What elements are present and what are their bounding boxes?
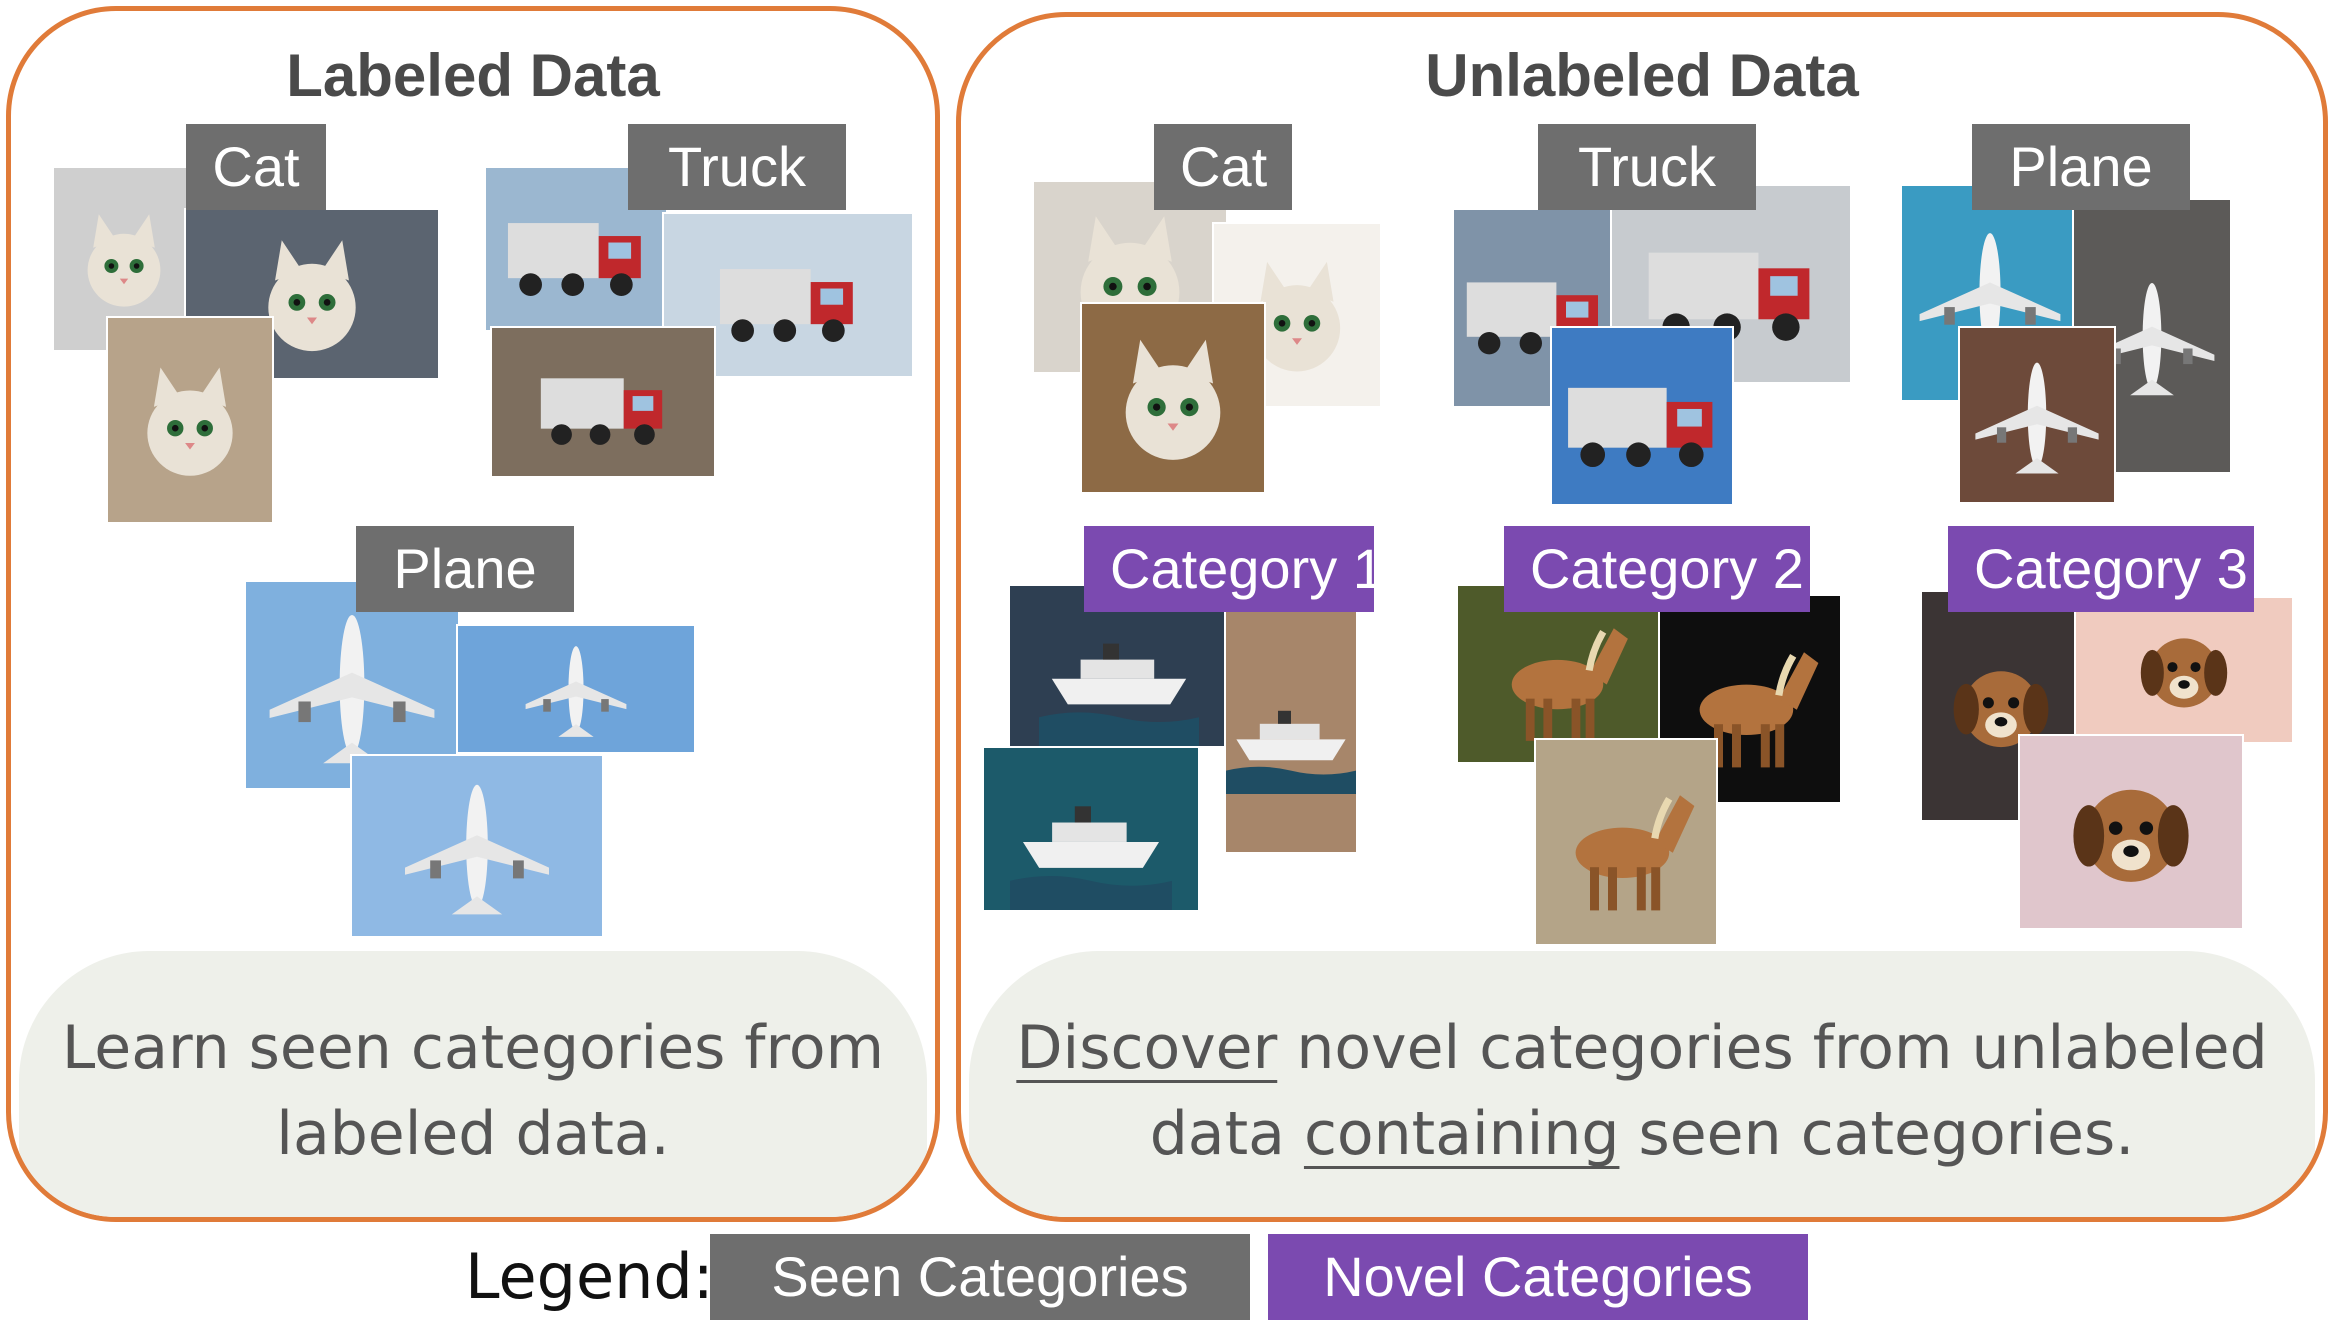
category-tag: Category 1 — [1084, 526, 1384, 612]
underlined-word: containing — [1303, 1099, 1620, 1169]
caption-line: labeled data. — [276, 1099, 670, 1169]
caption-box: Learn seen categories from labeled data. — [19, 951, 927, 1217]
category-tag: Cat — [186, 124, 326, 210]
caption-line: Learn seen categories from — [61, 1013, 885, 1083]
category-tag: Category 2 — [1504, 526, 1810, 612]
caption-text: Discover novel categories from unlabeled… — [1016, 1005, 2267, 1177]
panel-title: Unlabeled Data — [1425, 42, 1859, 109]
dog-photo-icon — [2076, 598, 2292, 742]
plane-photo-icon — [352, 756, 602, 936]
underlined-word: Discover — [1016, 1013, 1278, 1083]
cat-photo-icon — [108, 318, 272, 522]
ship-photo — [984, 748, 1198, 910]
category-tag: Truck — [628, 124, 846, 210]
caption-text: Learn seen categories from labeled data. — [62, 1005, 884, 1177]
plane-photo-icon — [458, 626, 694, 752]
plane-photo-icon — [1960, 328, 2114, 502]
horse-photo-icon — [1536, 740, 1716, 944]
truck-photo-icon — [492, 328, 714, 476]
legend-label: Legend: — [465, 1240, 714, 1313]
panel-title: Labeled Data — [286, 42, 660, 109]
category-tag: Truck — [1538, 124, 1756, 210]
dog-photo — [2076, 598, 2292, 742]
cat-photo — [108, 318, 272, 522]
legend-seen: Seen Categories — [710, 1234, 1250, 1320]
dog-photo-icon — [2020, 736, 2242, 928]
cat-photo — [1082, 304, 1264, 492]
ship-photo — [1226, 606, 1356, 852]
caption-text-part: novel categories from unlabeled — [1277, 1013, 2268, 1083]
caption-text-part: data — [1149, 1099, 1304, 1169]
category-tag: Plane — [1972, 124, 2190, 210]
horse-photo — [1458, 586, 1664, 762]
ship-photo-icon — [1226, 606, 1356, 852]
dog-photo — [2020, 736, 2242, 928]
plane-photo — [1960, 328, 2114, 502]
legend-novel: Novel Categories — [1268, 1234, 1808, 1320]
horse-photo — [1536, 740, 1716, 944]
truck-photo — [492, 328, 714, 476]
ship-photo — [1010, 586, 1228, 746]
truck-photo-icon — [1552, 328, 1732, 504]
cat-photo-icon — [1082, 304, 1264, 492]
plane-photo — [352, 756, 602, 936]
truck-photo — [1552, 328, 1732, 504]
category-tag: Plane — [356, 526, 574, 612]
caption-text-part: seen categories. — [1619, 1099, 2135, 1169]
horse-photo-icon — [1458, 586, 1664, 762]
category-tag: Category 3 — [1948, 526, 2254, 612]
plane-photo — [246, 582, 458, 788]
ship-photo-icon — [984, 748, 1198, 910]
category-tag: Cat — [1154, 124, 1292, 210]
caption-box: Discover novel categories from unlabeled… — [969, 951, 2315, 1217]
plane-photo — [458, 626, 694, 752]
